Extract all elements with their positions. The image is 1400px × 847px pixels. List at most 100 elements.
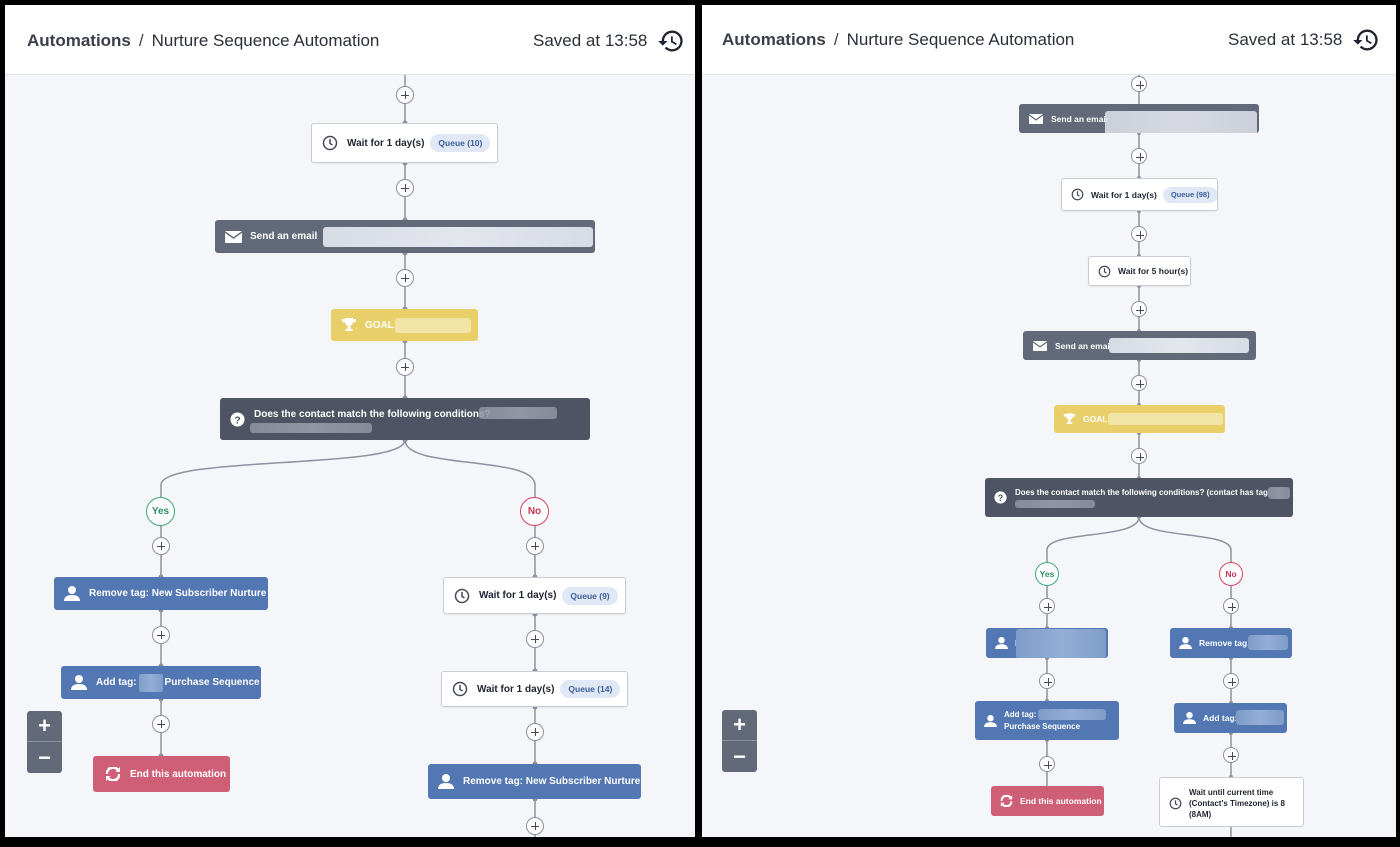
goal-label: GOAL: xyxy=(365,319,398,331)
add-step-button[interactable] xyxy=(396,358,414,376)
remove-tag-step[interactable]: Remove tag: New Subscriber Nurture xyxy=(54,577,268,610)
add-tag-label: Add tag: xyxy=(1004,709,1037,719)
add-tag-step[interactable]: Add tag: xyxy=(1174,703,1287,733)
zoom-in-button[interactable]: + xyxy=(27,711,62,742)
wait-until-line: (8AM) xyxy=(1189,810,1212,819)
refresh-icon xyxy=(1000,795,1013,807)
connector-lines xyxy=(158,75,538,837)
add-step-button[interactable] xyxy=(152,537,170,555)
send-email-step[interactable]: Send an email xyxy=(1023,331,1256,360)
remove-tag-step[interactable]: Remove tag: New Subscriber Nurture xyxy=(428,764,641,799)
add-step-button[interactable] xyxy=(1131,448,1147,464)
workflow-canvas[interactable]: Send an email Wait for 1 day(s) Queue (9… xyxy=(702,75,1396,837)
add-step-button[interactable] xyxy=(1039,598,1055,614)
zoom-controls: + − xyxy=(722,710,757,772)
right-panel: Automations/Nurture Sequence Automation … xyxy=(702,5,1396,837)
yes-branch-label: Yes xyxy=(1035,562,1059,586)
add-step-button[interactable] xyxy=(1039,756,1055,772)
svg-text:?: ? xyxy=(234,415,240,426)
zoom-in-button[interactable]: + xyxy=(722,710,757,741)
add-step-button[interactable] xyxy=(1131,226,1147,242)
send-email-step[interactable]: Send an email xyxy=(1019,104,1259,133)
queue-badge[interactable]: Queue (14) xyxy=(560,680,621,698)
remove-tag-label: Remove tag: New Subscriber Nurture xyxy=(89,588,267,599)
wait-step[interactable]: Wait for 1 day(s) Queue (98) xyxy=(1061,178,1218,211)
wait-step[interactable]: Wait for 1 day(s) Queue (9) xyxy=(443,577,626,614)
redacted-tag-name xyxy=(138,673,163,692)
add-step-button[interactable] xyxy=(526,817,544,835)
add-step-button[interactable] xyxy=(526,723,544,741)
end-automation-step[interactable]: End this automation xyxy=(991,786,1104,816)
queue-badge[interactable]: Queue (10) xyxy=(430,134,491,152)
condition-step[interactable]: ? Does the contact match the following c… xyxy=(220,398,590,440)
add-tag-suffix: Purchase Sequence xyxy=(1004,721,1081,731)
add-step-button[interactable] xyxy=(396,86,414,104)
redacted-email-name xyxy=(1105,111,1257,133)
breadcrumb-separator: / xyxy=(138,31,144,50)
user-icon xyxy=(1179,637,1192,649)
svg-text:?: ? xyxy=(998,493,1003,503)
add-tag-step[interactable]: Add tag: Purchase Sequence xyxy=(975,701,1119,740)
add-tag-step[interactable]: Add tag: Purchase Sequence xyxy=(61,666,261,699)
history-icon[interactable] xyxy=(657,27,685,55)
add-step-button[interactable] xyxy=(526,630,544,648)
workflow-canvas[interactable]: Wait for 1 day(s) Queue (10) Send an ema… xyxy=(5,75,695,837)
goal-step[interactable]: GOAL: xyxy=(1054,405,1225,433)
refresh-icon xyxy=(105,767,121,781)
redacted-email-name xyxy=(1109,338,1249,353)
header: Automations/Nurture Sequence Automation … xyxy=(702,5,1396,75)
wait-until-step[interactable]: Wait until current time (Contact's Timez… xyxy=(1159,777,1304,827)
add-tag-suffix: Purchase Sequence xyxy=(164,677,260,688)
wait-until-text: Wait until current time (Contact's Timez… xyxy=(1189,787,1285,820)
add-step-button[interactable] xyxy=(1223,747,1239,763)
add-step-button[interactable] xyxy=(152,626,170,644)
breadcrumb-automations-link[interactable]: Automations xyxy=(722,30,826,49)
add-step-button[interactable] xyxy=(396,179,414,197)
clock-icon xyxy=(1098,265,1111,277)
redacted-condition xyxy=(1015,500,1095,508)
add-step-button[interactable] xyxy=(526,537,544,555)
remove-tag-step[interactable]: Remove tag: xyxy=(1170,628,1292,658)
breadcrumb-separator: / xyxy=(833,30,839,49)
wait-step-label: Wait for 1 day(s) xyxy=(479,590,557,601)
goal-step[interactable]: GOAL: xyxy=(331,309,478,341)
queue-badge[interactable]: Queue (9) xyxy=(562,586,618,605)
user-icon xyxy=(995,637,1008,649)
queue-badge[interactable]: Queue (98) xyxy=(1162,186,1217,203)
breadcrumb-automations-link[interactable]: Automations xyxy=(27,31,131,50)
wait-step[interactable]: Wait for 5 hour(s) xyxy=(1088,256,1191,286)
condition-step[interactable]: ? Does the contact match the following c… xyxy=(985,478,1293,517)
zoom-out-button[interactable]: − xyxy=(733,743,746,769)
user-icon xyxy=(71,675,87,690)
add-step-button[interactable] xyxy=(1131,301,1147,317)
add-step-button[interactable] xyxy=(152,715,170,733)
send-email-label: Send an email xyxy=(1051,113,1109,124)
redacted-condition xyxy=(250,423,372,433)
question-icon: ? xyxy=(230,411,245,427)
wait-step[interactable]: Wait for 1 day(s) Queue (14) xyxy=(441,671,628,707)
redacted-tag-name xyxy=(1248,635,1288,650)
no-branch-label: No xyxy=(520,497,549,526)
add-step-button[interactable] xyxy=(1131,375,1147,391)
wait-step-label: Wait for 1 day(s) xyxy=(1091,189,1157,200)
end-automation-step[interactable]: End this automation xyxy=(93,756,230,792)
wait-step-label: Wait for 5 hour(s) xyxy=(1118,266,1189,276)
add-step-button[interactable] xyxy=(1131,76,1147,92)
add-step-button[interactable] xyxy=(1131,148,1147,164)
breadcrumb: Automations/Nurture Sequence Automation xyxy=(722,30,1074,50)
add-step-button[interactable] xyxy=(1223,598,1239,614)
send-email-step[interactable]: Send an email xyxy=(215,220,595,253)
redacted-tag-name xyxy=(1038,709,1106,720)
add-step-button[interactable] xyxy=(1039,673,1055,689)
add-step-button[interactable] xyxy=(396,269,414,287)
goal-label: GOAL: xyxy=(1083,414,1111,424)
clock-icon xyxy=(454,588,470,603)
add-tag-text: Add tag: Purchase Sequence xyxy=(1004,709,1080,733)
zoom-out-button[interactable]: − xyxy=(38,744,51,770)
tag-step[interactable]: R xyxy=(986,628,1108,658)
add-step-button[interactable] xyxy=(1223,673,1239,689)
wait-step[interactable]: Wait for 1 day(s) Queue (10) xyxy=(311,123,498,163)
clock-icon xyxy=(1071,188,1084,201)
remove-tag-label: Remove tag: xyxy=(1199,638,1251,648)
history-icon[interactable] xyxy=(1352,26,1380,54)
